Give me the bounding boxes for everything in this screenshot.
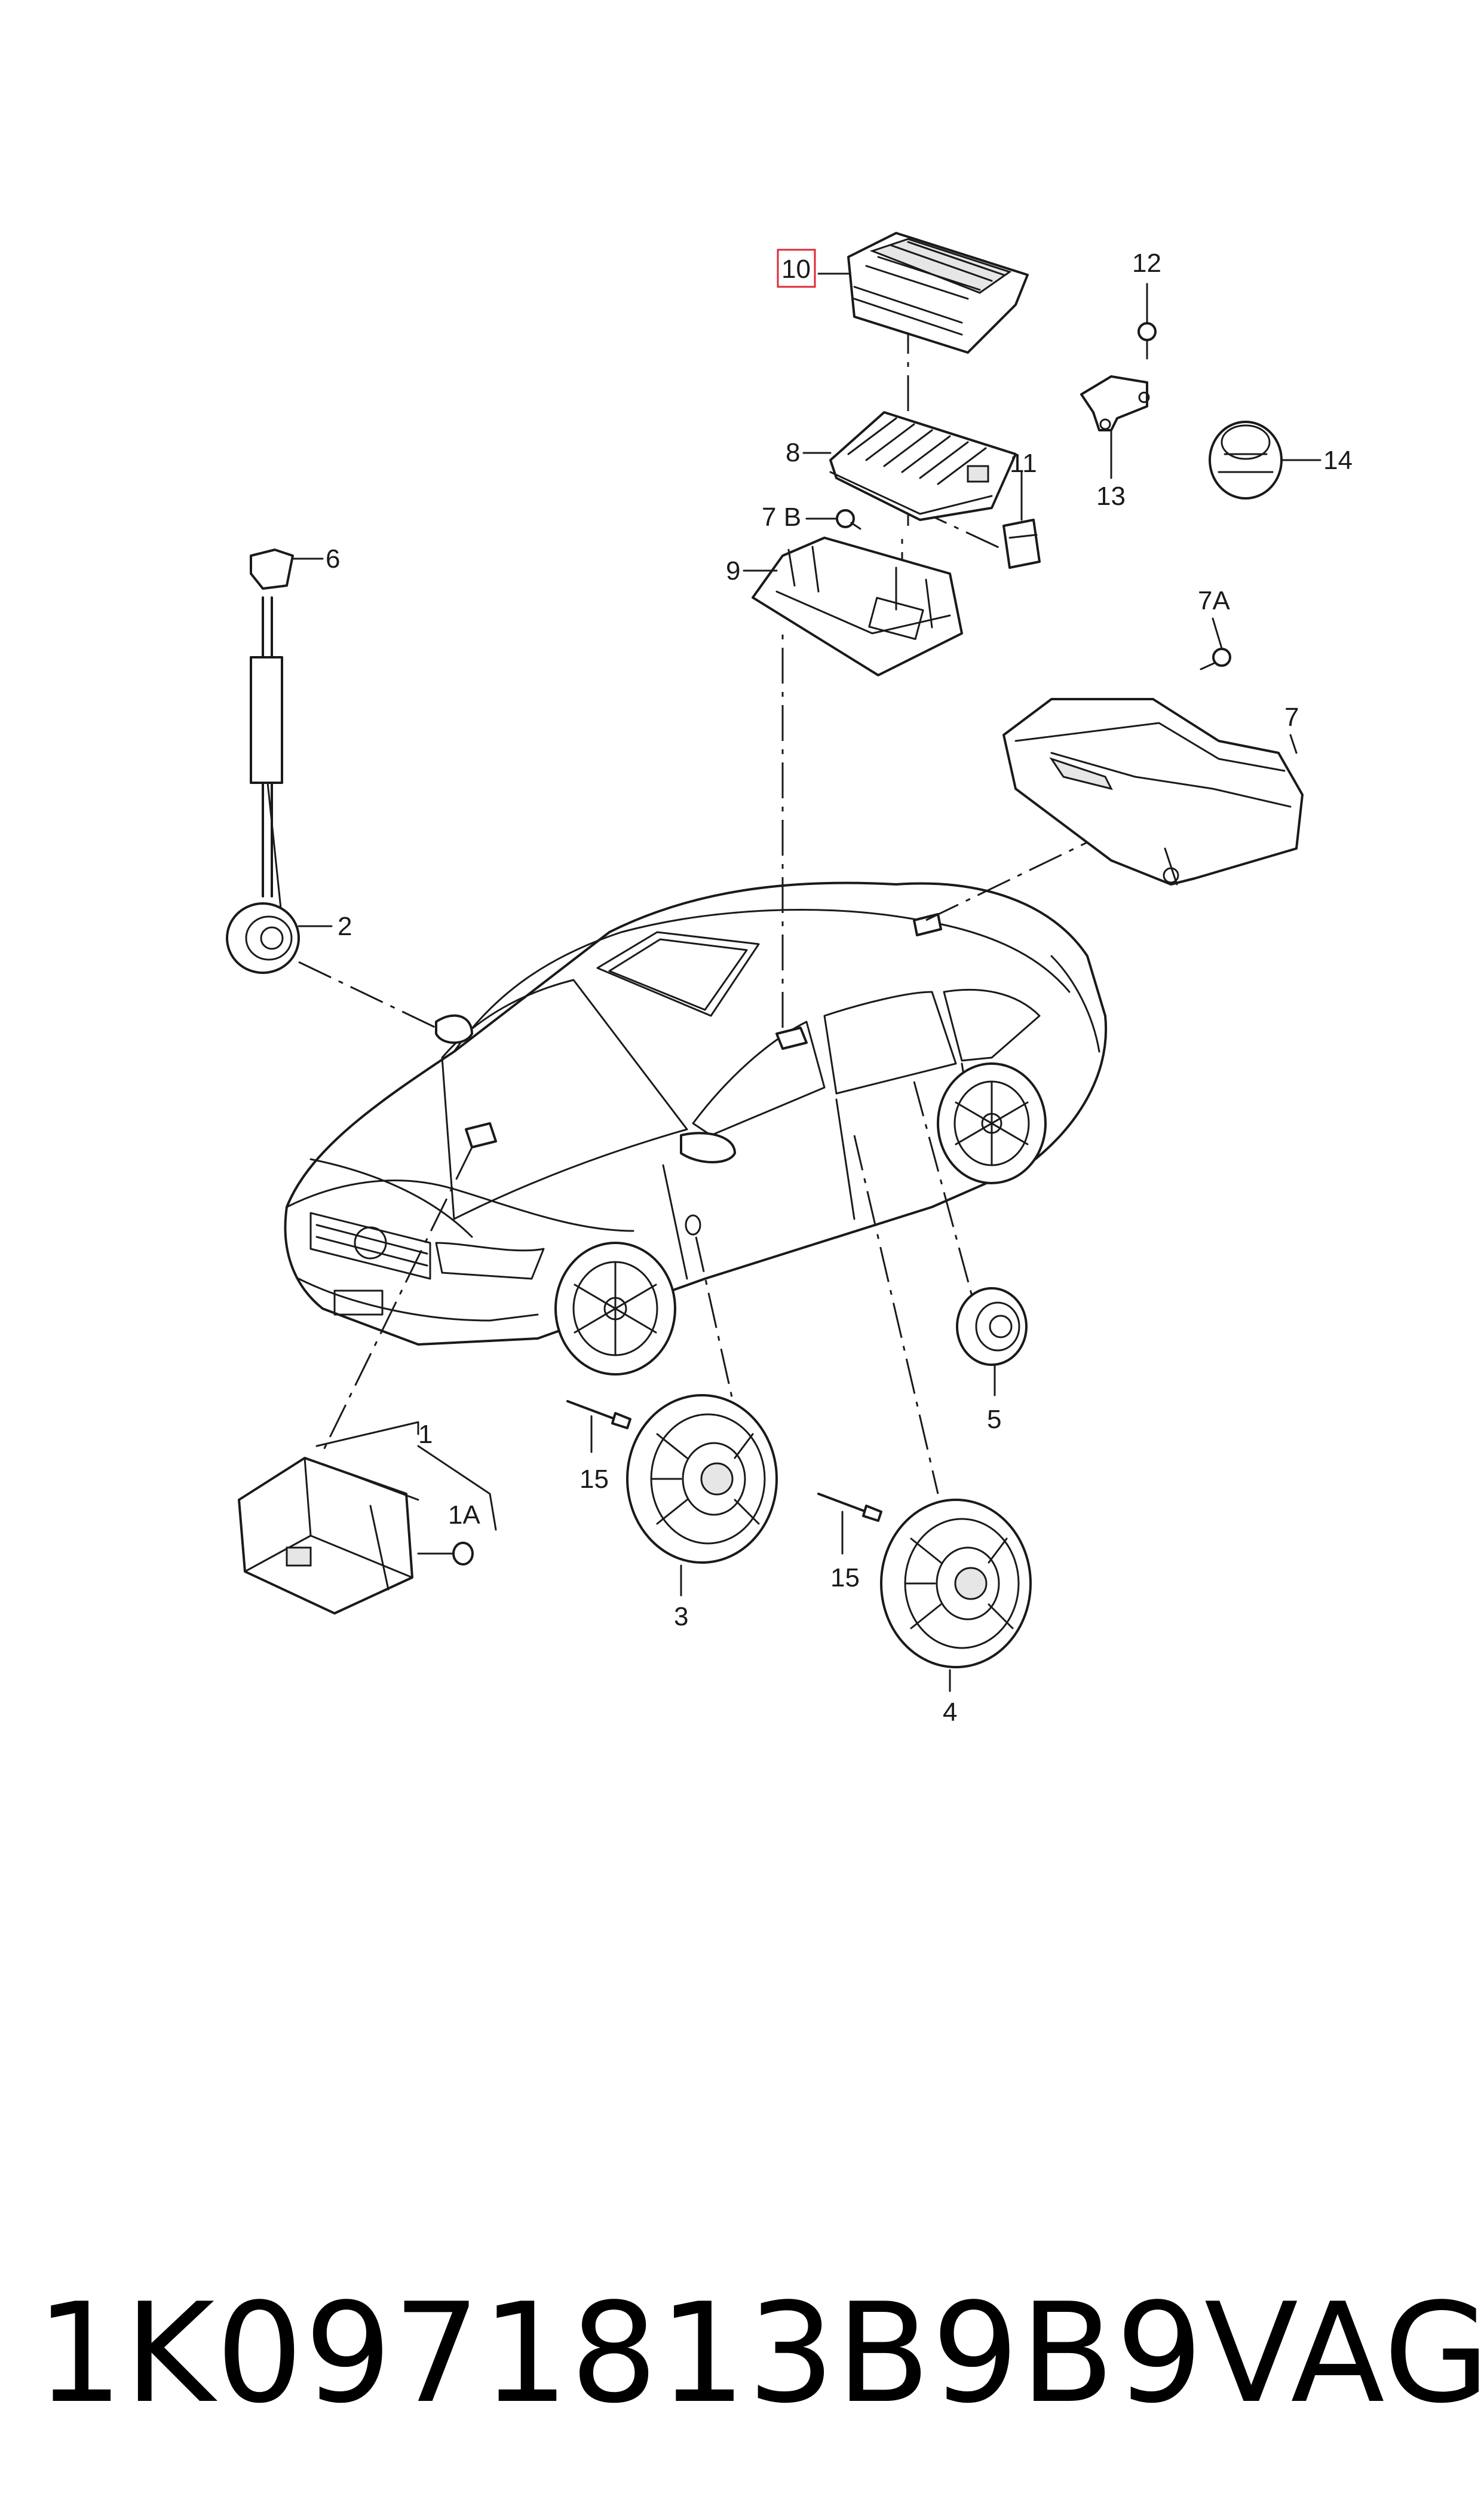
footer: 1K0971813B9B9 VAG [36,2265,1484,2444]
part-15-rivet-a [566,1400,631,1429]
callout-4[interactable]: 4 [943,1698,957,1727]
callout-ticks [292,272,1322,1692]
part-7a-screw [1200,648,1231,670]
callout-12[interactable]: 12 [1132,249,1161,278]
part-10-trim-cover [847,232,1029,354]
part-12-screw [1137,322,1157,360]
part-6-antenna-clip [250,549,294,590]
callout-5[interactable]: 5 [987,1405,1001,1434]
part-15-rivet-b [817,1493,882,1522]
brand-label: VAG [1204,2274,1484,2434]
callout-7b[interactable]: 7 B [762,503,801,532]
part-13-bracket [1080,375,1150,431]
callout-8[interactable]: 8 [786,438,800,467]
part-5-tweeter [956,1287,1028,1366]
part-2-tweeter [226,902,300,974]
callout-15-a[interactable]: 15 [580,1465,609,1494]
callout-13[interactable]: 13 [1096,482,1126,511]
part-number: 1K0971813B9B9 [36,2274,1204,2434]
part-7b-screw [836,509,861,530]
callout-14[interactable]: 14 [1323,446,1353,475]
callout-7a[interactable]: 7A [1198,586,1230,615]
part-1-radio-unit [238,1457,419,1615]
callout-1[interactable]: 1 [418,1420,433,1449]
callout-7[interactable]: 7 [1284,703,1299,732]
callout-15-b[interactable]: 15 [830,1563,860,1592]
part-1a-nut [417,1542,474,1566]
part-8-amplifier [829,411,1017,521]
part-4-speaker [880,1499,1032,1668]
callout-3[interactable]: 3 [674,1602,688,1631]
callout-1a[interactable]: 1A [448,1500,480,1530]
car-illustration [284,881,1108,1376]
antenna-rod [250,596,283,909]
part-11-clip [1002,519,1041,569]
part-3-speaker [626,1394,778,1564]
callout-9[interactable]: 9 [726,556,740,586]
part-9-bracket-plate [752,537,963,676]
part-14-grommet [1209,421,1283,500]
callout-2[interactable]: 2 [338,912,352,941]
part-7-subwoofer-enclosure [1002,698,1304,886]
callout-10[interactable]: 10 [781,255,811,284]
callout-6[interactable]: 6 [326,544,340,574]
callout-11[interactable]: 11 [1010,449,1037,478]
callout-10-highlight [777,249,816,288]
